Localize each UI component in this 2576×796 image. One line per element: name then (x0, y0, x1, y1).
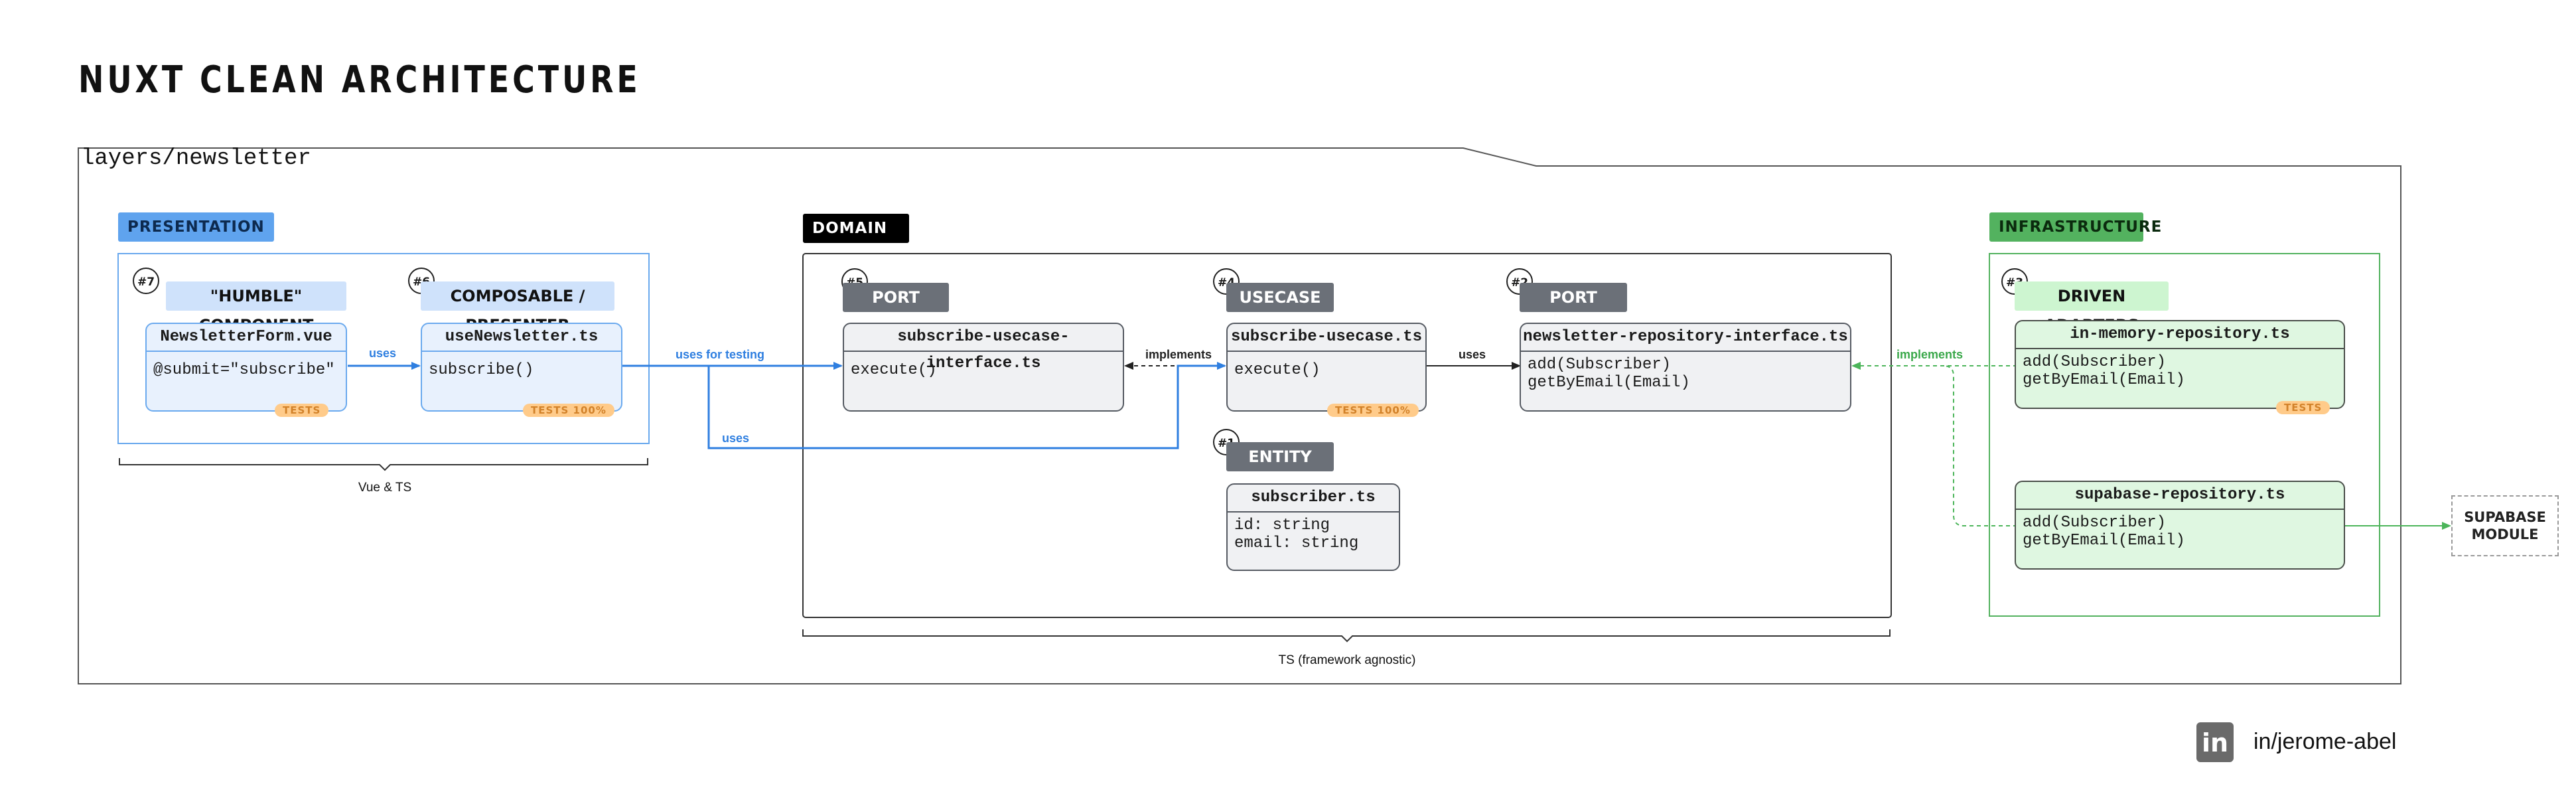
supabase-module: SUPABASE MODULE (2451, 495, 2559, 556)
subscribe-usecase-interface-card: subscribe-usecase-interface.ts execute() (843, 323, 1124, 412)
newsletter-form-body: @submit="subscribe" (153, 361, 335, 379)
supabase-module-line2: MODULE (2471, 526, 2539, 542)
port-tag-5: PORT (843, 283, 949, 312)
newsletter-form-filename: NewsletterForm.vue (147, 324, 346, 352)
subscribe-usecase-card: subscribe-usecase.ts execute() (1226, 323, 1427, 412)
folder-label: layers/newsletter (81, 146, 311, 171)
infrastructure-section-tag: INFRASTRUCTURE (1989, 212, 2161, 242)
newsletter-repository-interface-filename: newsletter-repository-interface.ts (1521, 324, 1850, 352)
in-memory-repository-filename: in-memory-repository.ts (2016, 321, 2344, 349)
subscriber-body: id: string email: string (1234, 517, 1359, 552)
domain-brace (802, 629, 1891, 643)
newsletter-repository-interface-body: add(Subscriber) getByEmail(Email) (1528, 356, 1690, 392)
subscriber-filename: subscriber.ts (1228, 485, 1399, 513)
infrastructure-container (1989, 253, 2380, 617)
driven-adapters-tag: DRIVEN ADAPTERS (2015, 281, 2169, 335)
newsletter-form-card: NewsletterForm.vue @submit="subscribe" (145, 323, 347, 412)
tests-badge-composable: TESTS 100% (523, 404, 614, 417)
tests-badge-in-memory: TESTS (2276, 401, 2330, 414)
subscriber-card: subscriber.ts id: string email: string (1226, 483, 1400, 571)
use-newsletter-filename: useNewsletter.ts (422, 324, 621, 352)
badge-7: #7 (133, 268, 159, 294)
usecase-tag: USECASE (1226, 283, 1334, 312)
port-tag-2: PORT (1520, 283, 1627, 312)
subscribe-usecase-interface-body: execute() (851, 361, 937, 379)
tests-badge-form: TESTS (275, 404, 329, 417)
edge-label-uses-for-testing: uses for testing (676, 348, 765, 361)
tests-badge-usecase: TESTS 100% (1327, 404, 1419, 417)
presentation-section-tag: PRESENTATION (118, 212, 274, 242)
composable-presenter-tag: COMPOSABLE / PRESENTER (421, 281, 614, 335)
subscribe-usecase-interface-filename: subscribe-usecase-interface.ts (844, 324, 1123, 372)
in-memory-repository-card: in-memory-repository.ts add(Subscriber) … (2015, 320, 2345, 409)
supabase-repository-filename: supabase-repository.ts (2016, 482, 2344, 510)
newsletter-repository-interface-card: newsletter-repository-interface.ts add(S… (1520, 323, 1851, 412)
in-memory-repository-body: add(Subscriber) getByEmail(Email) (2023, 353, 2185, 389)
edge-label-uses-2: uses (722, 432, 750, 445)
edge-composable-to-usecase (707, 362, 1226, 449)
supabase-module-line1: SUPABASE (2464, 509, 2546, 525)
domain-caption: TS (framework agnostic) (1278, 653, 1416, 667)
edge-label-uses-3: uses (1459, 348, 1486, 361)
linkedin-handle[interactable]: in/jerome-abel (2254, 729, 2397, 754)
folder-outline (78, 147, 2401, 684)
presentation-container (117, 253, 650, 444)
domain-container (802, 253, 1892, 618)
use-newsletter-body: subscribe() (429, 361, 534, 379)
edge-label-uses-1: uses (369, 347, 397, 360)
diagram-title: NUXT CLEAN ARCHITECTURE (78, 58, 641, 102)
edge-label-implements-1: implements (1145, 348, 1212, 361)
supabase-repository-card: supabase-repository.ts add(Subscriber) g… (2015, 481, 2345, 570)
linkedin-icon[interactable]: in (2196, 722, 2234, 762)
presentation-caption: Vue & TS (358, 481, 412, 495)
humble-component-tag: "HUMBLE" COMPONENT (166, 281, 346, 335)
edge-supabase-implements (1942, 365, 2017, 526)
supabase-repository-body: add(Subscriber) getByEmail(Email) (2023, 514, 2185, 550)
presentation-brace (119, 458, 648, 471)
edge-label-implements-2: implements (1896, 348, 1964, 361)
entity-tag: ENTITY (1226, 442, 1334, 471)
subscribe-usecase-body: execute() (1234, 361, 1321, 379)
domain-section-tag: DOMAIN (803, 214, 909, 243)
use-newsletter-card: useNewsletter.ts subscribe() (421, 323, 622, 412)
subscribe-usecase-filename: subscribe-usecase.ts (1228, 324, 1425, 352)
